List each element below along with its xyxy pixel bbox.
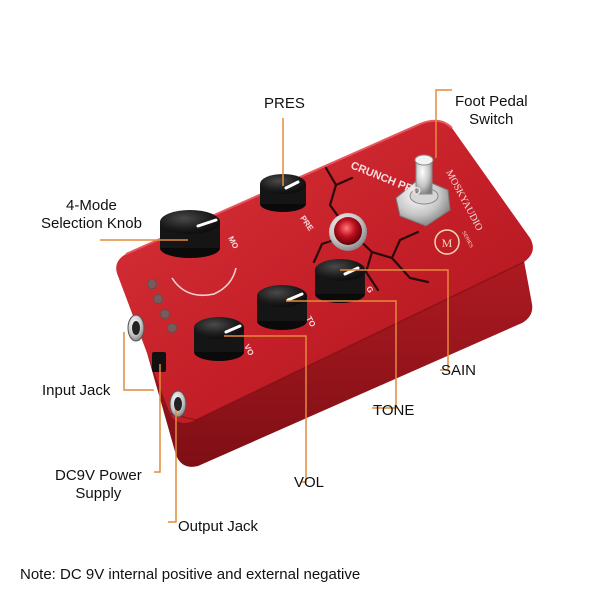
gain-knob-text: G [364,285,375,295]
svg-text:M: M [442,236,453,250]
label-tone: TONE [373,402,415,419]
mode-dial-scale [171,267,237,297]
foot-switch[interactable] [395,154,451,227]
label-input-jack: Input Jack [42,382,111,399]
label-output-jack: Output Jack [178,518,259,535]
label-gain: SAIN [441,362,477,379]
label-foot-switch: Foot Pedal Switch [455,93,528,128]
leader-tone [286,300,397,409]
leader-power [154,364,161,473]
brand-logo-seal: M [434,229,460,255]
mode-knob[interactable] [160,210,220,258]
vol-knob[interactable] [194,317,244,361]
leader-foot-switch [435,89,452,158]
power-jack [152,352,166,372]
pres-knob[interactable] [260,174,306,212]
label-pres: PRES [264,95,305,112]
tone-knob[interactable] [257,285,307,330]
input-jack [127,314,145,342]
mode-led-indicators [147,279,177,333]
gain-knob[interactable] [315,259,365,303]
leader-gain [340,269,449,371]
leader-vol [224,335,307,483]
label-power: DC9V Power Supply [55,467,142,502]
leader-lines [100,89,452,523]
led-jewel [334,217,362,245]
label-mode-knob: 4-Mode Selection Knob [41,197,142,232]
output-jack [169,390,187,418]
leader-output [168,410,177,523]
label-vol: VOL [294,474,325,491]
power-note: Note: DC 9V internal positive and extern… [20,566,361,583]
leader-input [123,332,154,391]
